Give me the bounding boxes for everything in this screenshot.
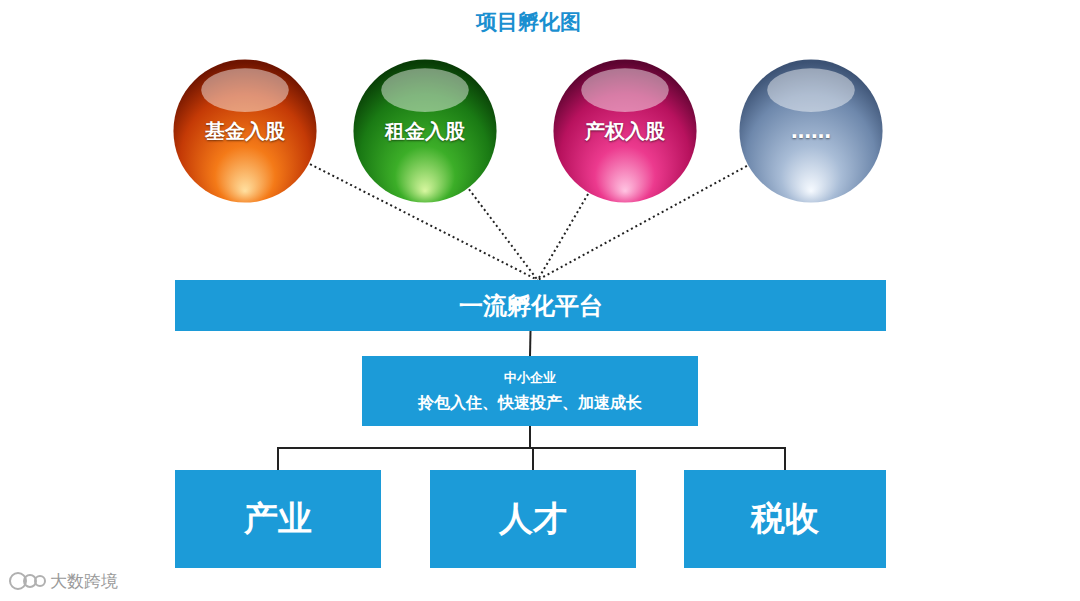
sphere-body	[353, 59, 496, 202]
sphere-highlight	[581, 68, 669, 112]
sphere-highlight	[767, 68, 855, 112]
diagram-title: 项目孵化图	[476, 8, 581, 36]
sphere-node: 基金入股	[172, 58, 318, 204]
sphere-body	[553, 59, 696, 202]
node-label: ……	[791, 119, 831, 143]
process-box: 人才	[430, 470, 636, 568]
sphere-body	[739, 59, 882, 202]
process-box: 税收	[684, 470, 886, 568]
sphere-node: 租金入股	[352, 58, 498, 204]
node-body: 拎包入住、快速投产、加速成长	[418, 393, 642, 414]
watermark: 大数跨境	[50, 570, 118, 593]
process-box: 中小企业拎包入住、快速投产、加速成长	[362, 356, 698, 426]
sphere-body	[173, 59, 316, 202]
process-box: 一流孵化平台	[175, 280, 886, 331]
sphere-node: 产权入股	[552, 58, 698, 204]
node-label: 一流孵化平台	[459, 290, 603, 322]
process-box: 产业	[175, 470, 381, 568]
sphere-node: ……	[738, 58, 884, 204]
node-label: 人才	[499, 496, 567, 542]
watermark-logo	[8, 568, 48, 594]
node-label: 税收	[751, 496, 819, 542]
connector	[278, 426, 530, 470]
sphere-highlight	[201, 68, 289, 112]
connector	[530, 426, 785, 470]
connector	[469, 189, 538, 280]
node-label: 租金入股	[385, 118, 465, 145]
node-label: 产权入股	[585, 118, 665, 145]
node-label: 产业	[244, 496, 312, 542]
sphere-highlight	[381, 68, 469, 112]
node-label: 中小企业	[504, 369, 556, 387]
connector	[529, 331, 532, 356]
node-label: 基金入股	[205, 118, 285, 145]
